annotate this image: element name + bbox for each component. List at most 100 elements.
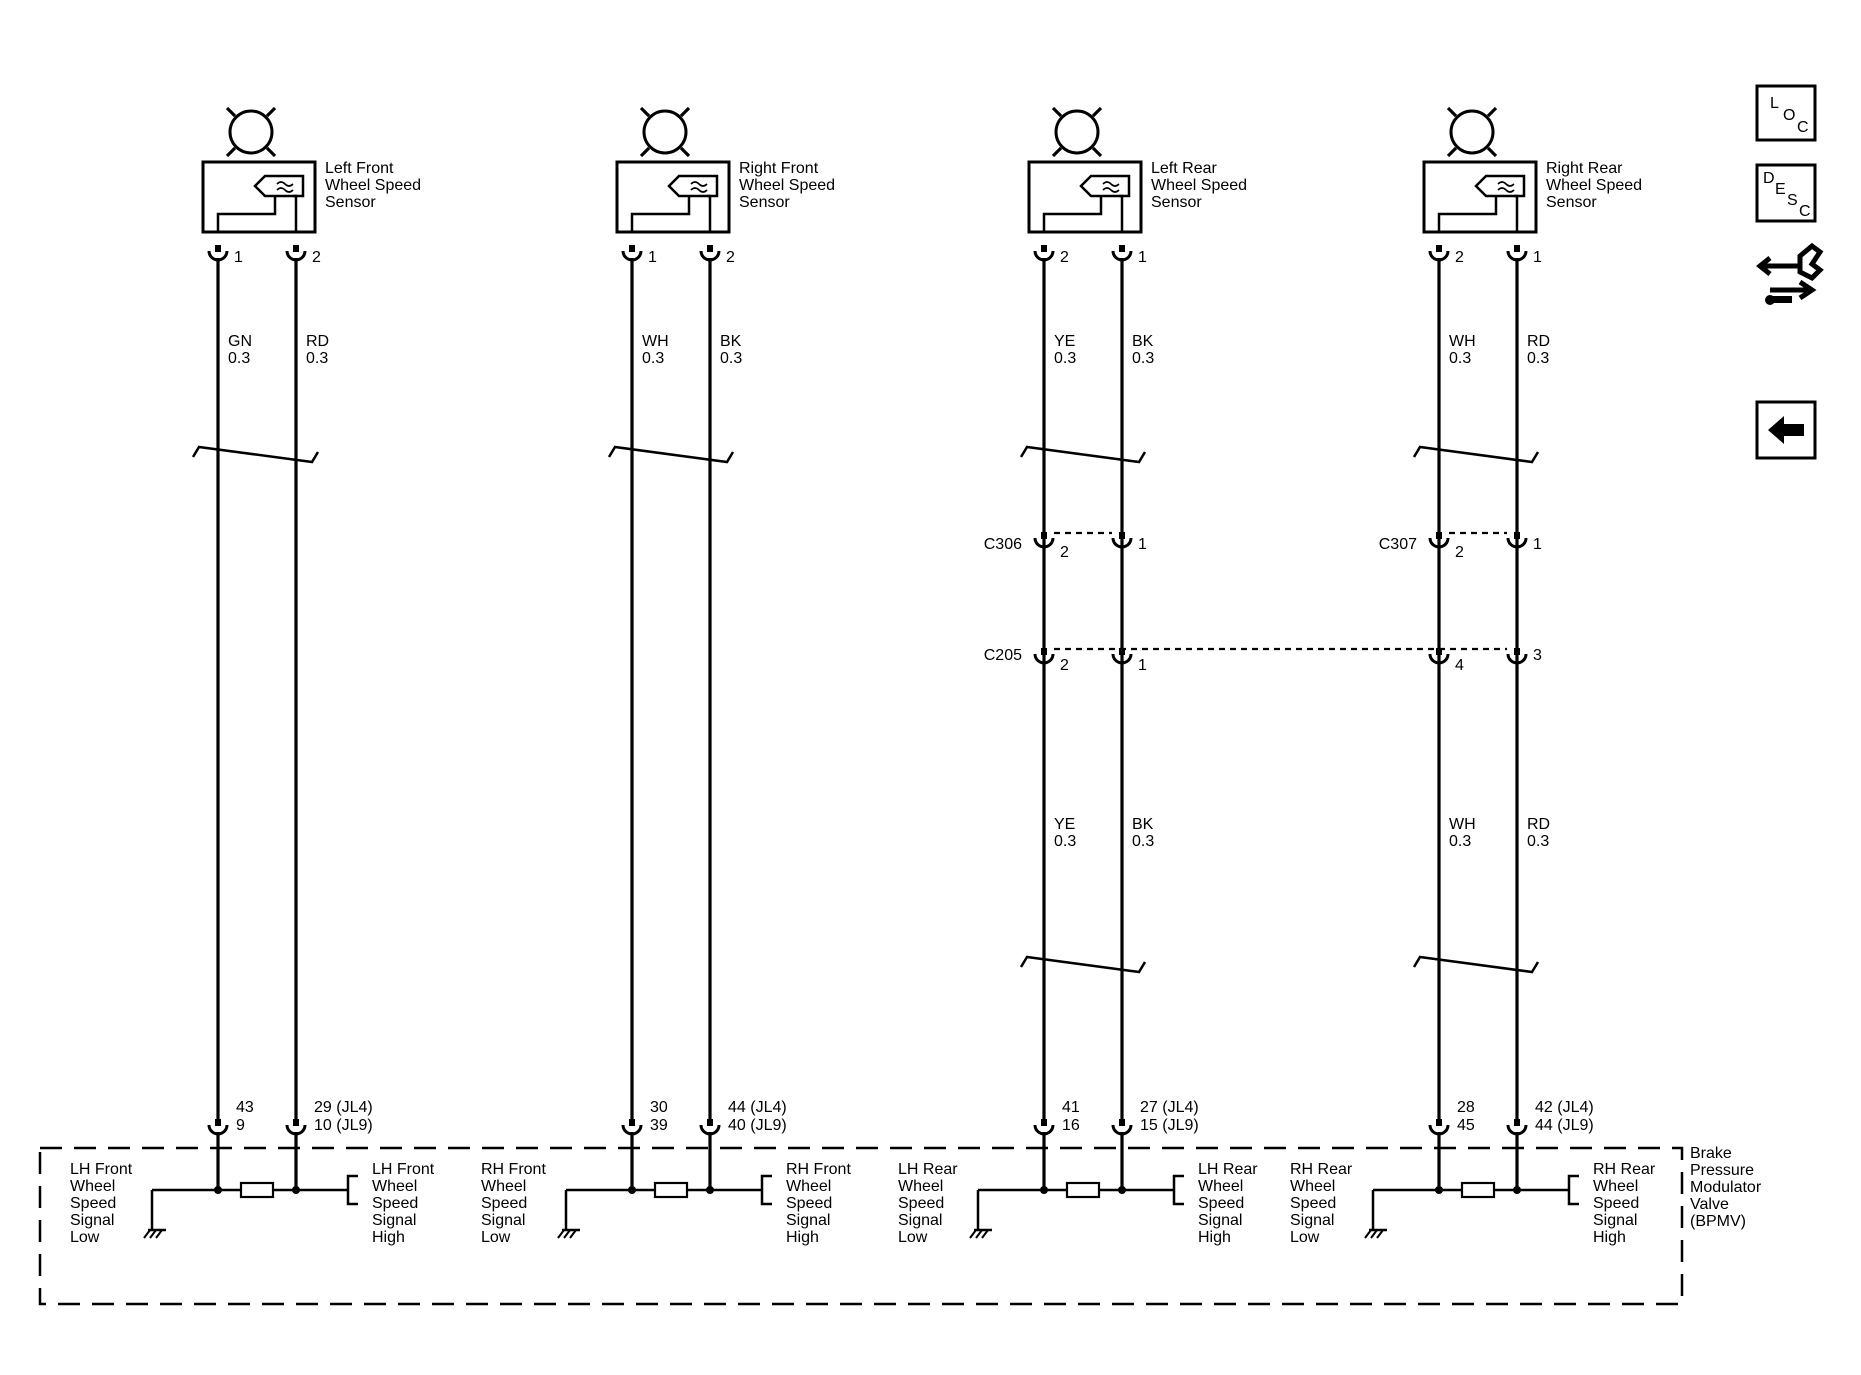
wire-gauge: 0.3 — [1449, 350, 1471, 367]
pin-number: 4 — [1455, 657, 1464, 674]
pin-number: 2 — [312, 249, 321, 266]
sensor-bulb-icon — [1051, 106, 1103, 158]
pin-number: 40 (JL9) — [728, 1117, 787, 1134]
signal-low-label: Signal — [1290, 1212, 1334, 1229]
pin-number: 41 — [1062, 1099, 1080, 1116]
wire-break-mark — [1412, 955, 1540, 974]
back-button[interactable] — [1755, 400, 1817, 460]
signal-low-label: Low — [481, 1229, 511, 1246]
pin — [1506, 1119, 1528, 1136]
wire-color: WH — [1449, 333, 1476, 350]
loc-letter-o: O — [1783, 107, 1795, 124]
pin — [1506, 648, 1528, 665]
signal-high-label: High — [1198, 1229, 1231, 1246]
signal-high-label: High — [1593, 1229, 1626, 1246]
signal-low-label: Signal — [481, 1212, 525, 1229]
sensor-element-icon — [216, 174, 305, 232]
signal-low-label: Speed — [898, 1195, 944, 1212]
pin-number: 2 — [1060, 249, 1069, 266]
module-name-line: Pressure — [1690, 1162, 1754, 1179]
loc-button-frame[interactable] — [1755, 84, 1817, 142]
pin — [621, 245, 643, 262]
pin-number: 3 — [1533, 647, 1542, 664]
signal-low-label: Speed — [481, 1195, 527, 1212]
sensor-name-line: Wheel Speed — [1546, 177, 1642, 194]
signal-high-label: Signal — [1198, 1212, 1242, 1229]
wire-color: YE — [1054, 816, 1075, 833]
loc-button[interactable]: L O C — [1755, 84, 1817, 142]
signal-low-label: RH Front — [481, 1161, 546, 1178]
pin — [207, 1119, 229, 1136]
signal-high-label: RH Front — [786, 1161, 851, 1178]
module-name-line: (BPMV) — [1690, 1213, 1746, 1230]
wire-gauge: 0.3 — [642, 350, 664, 367]
signal-low-label: RH Rear — [1290, 1161, 1353, 1178]
sensor-bulb-icon — [225, 106, 277, 158]
loc-letter-l: L — [1770, 95, 1779, 112]
pin — [1428, 648, 1450, 665]
sensor-bulb-icon — [639, 106, 691, 158]
pin-number: 30 — [650, 1099, 668, 1116]
connector-c306: C306 2 1 — [984, 531, 1147, 561]
sensor-name-line: Wheel Speed — [739, 177, 835, 194]
pin-number: 2 — [1455, 544, 1464, 561]
connector-name: C306 — [984, 536, 1022, 553]
wire-color: BK — [720, 333, 742, 350]
pin-number: 2 — [1060, 657, 1069, 674]
wire-break-mark — [1019, 445, 1147, 464]
signal-low-label: Speed — [1290, 1195, 1336, 1212]
pin-number: 2 — [726, 249, 735, 266]
pin — [1428, 245, 1450, 262]
signal-high-label: High — [786, 1229, 819, 1246]
wire-gauge: 0.3 — [306, 350, 328, 367]
pin-number: 1 — [1533, 249, 1542, 266]
signal-high-label: Signal — [1593, 1212, 1637, 1229]
pin-number: 2 — [1060, 544, 1069, 561]
pin — [699, 1119, 721, 1136]
pin-number: 1 — [1138, 249, 1147, 266]
desc-button-frame[interactable] — [1755, 163, 1817, 223]
connector-end-view-icon[interactable] — [1755, 242, 1824, 305]
wire-color: WH — [1449, 816, 1476, 833]
sensor-element-icon — [1042, 174, 1131, 232]
wire-color: RD — [306, 333, 329, 350]
pin-number: 42 (JL4) — [1535, 1099, 1594, 1116]
pin — [207, 245, 229, 262]
desc-button[interactable]: D E S C — [1755, 163, 1817, 223]
pin-number: 43 — [236, 1099, 254, 1116]
connector-name: C205 — [984, 647, 1022, 664]
pin-number: 44 (JL4) — [728, 1099, 787, 1116]
signal-low-label: Low — [70, 1229, 100, 1246]
resistor — [653, 1181, 689, 1199]
signal-high-label: Speed — [1198, 1195, 1244, 1212]
pin-number: 1 — [1138, 536, 1147, 553]
ground-icon — [557, 1190, 580, 1239]
wire-gauge: 0.3 — [1132, 833, 1154, 850]
sensor-name-line: Wheel Speed — [1151, 177, 1247, 194]
module-name-line: Modulator — [1690, 1179, 1762, 1196]
pin — [1111, 245, 1133, 262]
signal-low-label: Signal — [70, 1212, 114, 1229]
wire-break-mark — [607, 445, 735, 464]
signal-high-label: Speed — [372, 1195, 418, 1212]
signal-low-label: Speed — [70, 1195, 116, 1212]
signal-high-label: Wheel — [1593, 1178, 1638, 1195]
pin — [621, 1119, 643, 1136]
signal-high-label: High — [372, 1229, 405, 1246]
pin-number: 10 (JL9) — [314, 1117, 373, 1134]
ground-icon — [969, 1190, 992, 1239]
pin — [285, 1119, 307, 1136]
signal-high-label: LH Front — [372, 1161, 435, 1178]
pin-number: 1 — [1533, 536, 1542, 553]
pin — [1506, 532, 1528, 549]
pin-number: 45 — [1457, 1117, 1475, 1134]
sensor-name-line: Sensor — [1546, 194, 1597, 211]
